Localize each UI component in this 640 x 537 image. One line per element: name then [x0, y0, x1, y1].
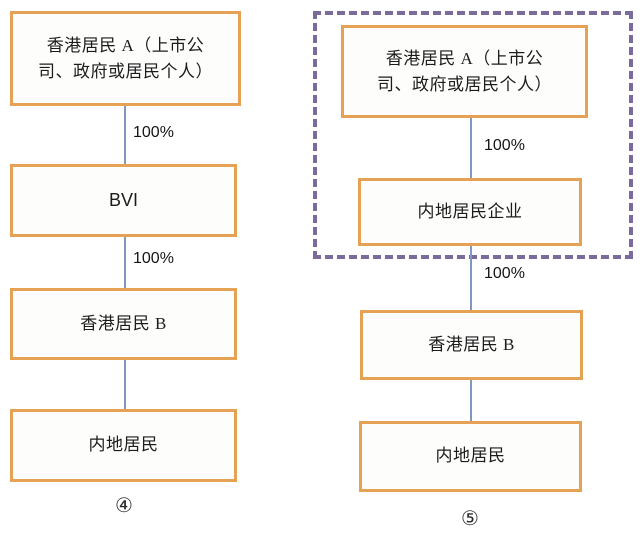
node-label: BVI	[108, 190, 138, 211]
node-mainland-enterprise-panel5: 内地居民企业	[358, 178, 582, 246]
node-label-line2: 司、政府或居民个人）	[38, 61, 213, 81]
node-hk-resident-a-panel4: 香港居民 A（上市公 司、政府或居民个人）	[10, 11, 241, 106]
edge-label-100-percent-3: 100%	[484, 137, 525, 154]
connector-hk-b-to-mainland-panel5	[470, 380, 472, 422]
node-hk-resident-b-panel4: 香港居民 B	[10, 288, 237, 360]
node-hk-resident-b-panel5: 香港居民 B	[360, 310, 583, 380]
node-mainland-resident-panel4: 内地居民	[10, 409, 237, 482]
node-label: 内地居民	[88, 435, 159, 455]
edge-label-100-percent-1: 100%	[133, 124, 174, 141]
node-hk-resident-a-panel5: 香港居民 A（上市公 司、政府或居民个人）	[341, 25, 588, 118]
node-label-line2: 司、政府或居民个人）	[377, 74, 552, 94]
connector-bvi-to-hk-b	[124, 237, 126, 289]
node-mainland-resident-panel5: 内地居民	[359, 421, 582, 492]
node-label: 香港居民 B	[428, 334, 515, 354]
panel-caption-4: ④	[115, 495, 133, 517]
node-label: 内地居民	[435, 446, 506, 466]
panel-caption-5: ⑤	[461, 508, 479, 530]
node-bvi-panel4: BVI	[10, 164, 237, 237]
node-label: 内地居民企业	[417, 201, 523, 221]
connector-hk-b-to-mainland	[124, 360, 126, 409]
edge-label-100-percent-4: 100%	[484, 265, 525, 282]
connector-hk-a-to-mainland-enterprise	[470, 118, 472, 178]
node-label: 香港居民 B	[80, 313, 167, 333]
node-label-line1: 香港居民 A（上市公	[46, 36, 205, 55]
group-dashed-box-panel5	[313, 11, 633, 259]
node-label: 香港居民 A（上市公 司、政府或居民个人）	[38, 33, 213, 84]
edge-label-100-percent-2: 100%	[133, 250, 174, 267]
connector-hk-a-to-bvi	[124, 106, 126, 164]
connector-mainland-enterprise-to-hk-b	[470, 246, 472, 310]
node-label-line1: 香港居民 A（上市公	[385, 49, 544, 68]
node-label: 香港居民 A（上市公 司、政府或居民个人）	[377, 46, 552, 97]
